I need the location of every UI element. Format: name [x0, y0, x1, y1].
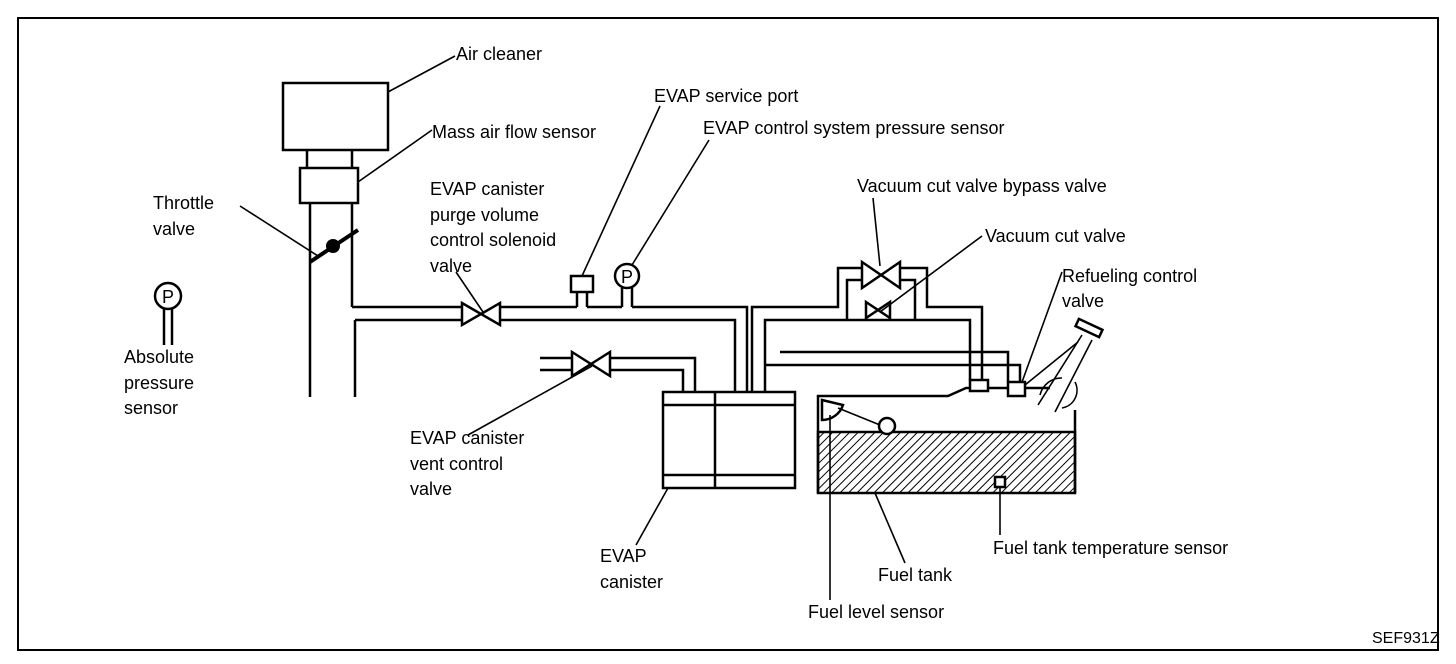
label-throttle-valve-1: Throttle: [153, 193, 214, 213]
label-vent-valve-3: valve: [410, 479, 452, 499]
label-air-cleaner: Air cleaner: [456, 44, 542, 64]
label-fuel-tank: Fuel tank: [878, 565, 953, 585]
label-pressure-sensor: EVAP control system pressure sensor: [703, 118, 1004, 138]
figure-code: SEF931Z: [1372, 630, 1440, 647]
throttle-body: [308, 203, 357, 397]
evap-service-port: [569, 274, 595, 307]
label-fuel-level-sensor: Fuel level sensor: [808, 602, 944, 622]
label-vacuum-cut-valve: Vacuum cut valve: [985, 226, 1126, 246]
fuel-level-sensor: [820, 398, 897, 436]
label-bypass-valve: Vacuum cut valve bypass valve: [857, 176, 1107, 196]
vent-control-valve: [570, 349, 612, 379]
label-abs-pressure-3: sensor: [124, 398, 178, 418]
absolute-pressure-sensor: P: [153, 281, 183, 345]
fuel-tank: [816, 378, 1077, 495]
label-refueling-valve-2: valve: [1062, 291, 1104, 311]
label-refueling-valve-1: Refueling control: [1062, 266, 1197, 286]
fuel-filler-neck: [1024, 317, 1105, 413]
label-abs-pressure-1: Absolute: [124, 347, 194, 367]
refueling-control-valve-box: [1006, 380, 1027, 398]
frame-border: [17, 17, 1439, 651]
evap-pressure-sensor: P: [613, 262, 641, 307]
label-canister-2: canister: [600, 572, 663, 592]
vent-line: [540, 356, 697, 392]
air-cleaner: [281, 81, 390, 168]
label-canister-1: EVAP: [600, 546, 647, 566]
label-vent-valve-2: vent control: [410, 454, 503, 474]
evap-canister: [661, 390, 797, 490]
label-service-port: EVAP service port: [654, 86, 798, 106]
throttle-valve: [308, 228, 360, 264]
leader-lines: [239, 55, 1063, 600]
label-abs-pressure-2: pressure: [124, 373, 194, 393]
svg-text:P: P: [162, 287, 174, 307]
label-fuel-tank-temp-sensor: Fuel tank temperature sensor: [993, 538, 1228, 558]
label-purge-valve-3: control solenoid: [430, 230, 556, 250]
vacuum-cut-valve-bypass-valve: [860, 259, 902, 291]
tank-vapor-lines: [750, 266, 1022, 392]
vacuum-cut-valve: [864, 299, 892, 321]
label-mass-air-flow-sensor: Mass air flow sensor: [432, 122, 596, 142]
label-purge-valve-2: purge volume: [430, 205, 539, 225]
vacuum-cut-valve-box: [968, 378, 990, 393]
label-vent-valve-1: EVAP canister: [410, 428, 524, 448]
mass-air-flow-sensor: [298, 166, 360, 205]
purge-volume-control-solenoid-valve: [460, 300, 502, 328]
fuel-tank-temperature-sensor: [993, 475, 1007, 489]
label-purge-valve-4: valve: [430, 256, 472, 276]
svg-text:P: P: [621, 267, 633, 287]
label-throttle-valve-2: valve: [153, 219, 195, 239]
purge-line: [352, 305, 749, 392]
label-purge-valve-1: EVAP canister: [430, 179, 544, 199]
